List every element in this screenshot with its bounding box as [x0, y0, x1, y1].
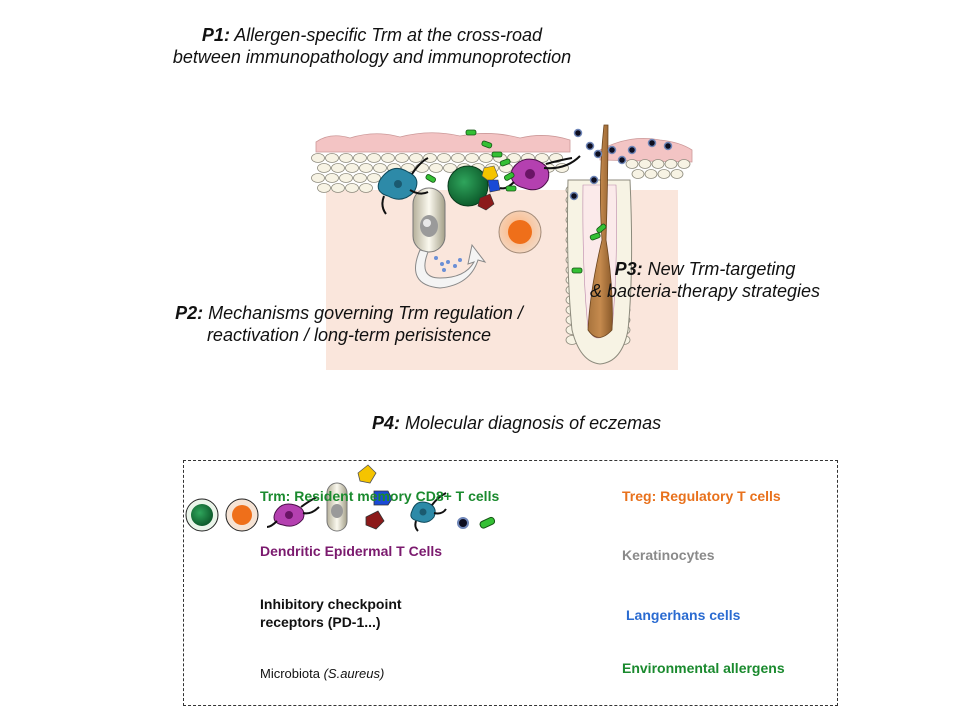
p1-tag: P1:	[201, 25, 230, 45]
epidermal-cell	[423, 153, 437, 163]
p1-line2: between immunopathology and immunoprotec…	[172, 47, 572, 67]
epidermal-cell	[367, 173, 381, 183]
epidermal-cell	[311, 153, 325, 163]
epidermal-cell	[409, 153, 423, 163]
epidermal-cell	[331, 183, 345, 193]
epidermal-cell	[345, 163, 359, 173]
legend-icr-text: Inhibitory checkpoint receptors (PD-1...…	[260, 595, 402, 631]
epidermal-cell	[437, 153, 451, 163]
legend-box: Trm: Resident memory CD8+ T cells Treg: …	[183, 460, 838, 706]
epidermal-cell	[479, 153, 493, 163]
epidermal-cell	[373, 163, 387, 173]
epidermal-cell	[317, 183, 331, 193]
p3-line1: New Trm-targeting	[647, 259, 796, 279]
epidermal-cell	[353, 153, 367, 163]
microbiota-icon	[456, 517, 469, 529]
epidermal-cell	[359, 183, 373, 193]
p3-tag: P3:	[614, 259, 643, 279]
dendritic-cell-icon	[266, 496, 320, 528]
epidermal-cell	[644, 169, 658, 179]
epidermal-cell	[381, 153, 395, 163]
p1-text: P1: Allergen-specific Trm at the cross-r…	[148, 24, 596, 68]
epidermal-cell	[429, 163, 443, 173]
legend-allergen-label: Environmental allergens	[622, 660, 785, 676]
p2-tag: P2:	[175, 303, 204, 323]
epidermal-cell	[339, 153, 353, 163]
reactivation-cycle-arrow	[415, 243, 487, 289]
legend-lang-label: Langerhans cells	[626, 607, 741, 623]
epidermal-cell	[631, 169, 645, 179]
p4-line1: Molecular diagnosis of eczemas	[405, 413, 662, 433]
p2-text: P2: Mechanisms governing Trm regulation …	[150, 302, 548, 346]
checkpoint-red	[477, 193, 495, 211]
legend-icr-line2: receptors (PD-1...)	[260, 614, 381, 630]
legend-treg-label: Treg: Regulatory T cells	[622, 488, 781, 504]
legend-micro-species: (S.aureus)	[323, 666, 385, 681]
cytokines	[434, 256, 462, 272]
epidermal-cell	[353, 173, 367, 183]
trm-cell-icon	[185, 498, 219, 532]
legend-micro-label: Microbiota	[260, 666, 320, 681]
epidermal-cell	[311, 173, 325, 183]
p2-line2: reactivation / long-term perisistence	[206, 325, 492, 345]
epidermal-cell	[657, 169, 671, 179]
checkpoint-blue	[487, 179, 501, 193]
epidermal-cell	[625, 159, 639, 169]
microbiota-diagram	[569, 128, 673, 201]
legend-kera-label: Keratinocytes	[622, 547, 715, 563]
epidermal-cell	[345, 183, 359, 193]
treg-cell-diagram	[498, 210, 542, 254]
epidermal-cell	[677, 159, 691, 169]
epidermal-cell	[339, 173, 353, 183]
epidermal-cell	[664, 159, 678, 169]
hair-shaft	[587, 124, 613, 338]
p3-text: P3: New Trm-targeting & bacteria-therapy…	[570, 258, 840, 302]
keratinocyte-diagram	[412, 187, 446, 253]
keratinocyte-icon	[326, 482, 348, 532]
epidermal-cell	[651, 159, 665, 169]
epidermal-cell	[359, 163, 373, 173]
p4-text: P4: Molecular diagnosis of eczemas	[372, 412, 661, 434]
p1-line1: Allergen-specific Trm at the cross-road	[234, 25, 543, 45]
p3-line2: & bacteria-therapy strategies	[589, 281, 821, 301]
epidermal-cell	[325, 173, 339, 183]
epidermal-cell	[670, 169, 684, 179]
p2-line1: Mechanisms governing Trm regulation /	[208, 303, 523, 323]
epidermal-cell	[331, 163, 345, 173]
epidermal-cell	[507, 153, 521, 163]
legend-icr-line1: Inhibitory checkpoint	[260, 596, 402, 612]
trm-cell-diagram	[447, 165, 489, 207]
allergen-icon	[479, 516, 496, 529]
legend-trm-label: Trm: Resident memory CD8+ T cells	[260, 488, 500, 504]
legend-micro-text: Microbiota (S.aureus)	[260, 666, 384, 681]
treg-cell-icon	[225, 498, 259, 532]
langerhans-cell-diagram	[377, 157, 429, 215]
epidermal-cell	[465, 153, 479, 163]
epidermal-cell	[395, 153, 409, 163]
checkpoint-yellow	[481, 165, 499, 183]
allergens-diagram	[425, 129, 607, 274]
stratum-corneum	[315, 132, 571, 153]
epidermal-cell	[451, 153, 465, 163]
checkpoint-receptors-icon	[357, 464, 393, 530]
p4-tag: P4:	[372, 413, 401, 433]
epidermal-cell	[367, 153, 381, 163]
epidermal-cell	[325, 153, 339, 163]
legend-detc-label: Dendritic Epidermal T Cells	[260, 543, 443, 559]
langerhans-cell-icon	[410, 492, 448, 532]
epidermal-cell	[317, 163, 331, 173]
epidermal-cell	[443, 163, 457, 173]
epidermal-cell	[638, 159, 652, 169]
